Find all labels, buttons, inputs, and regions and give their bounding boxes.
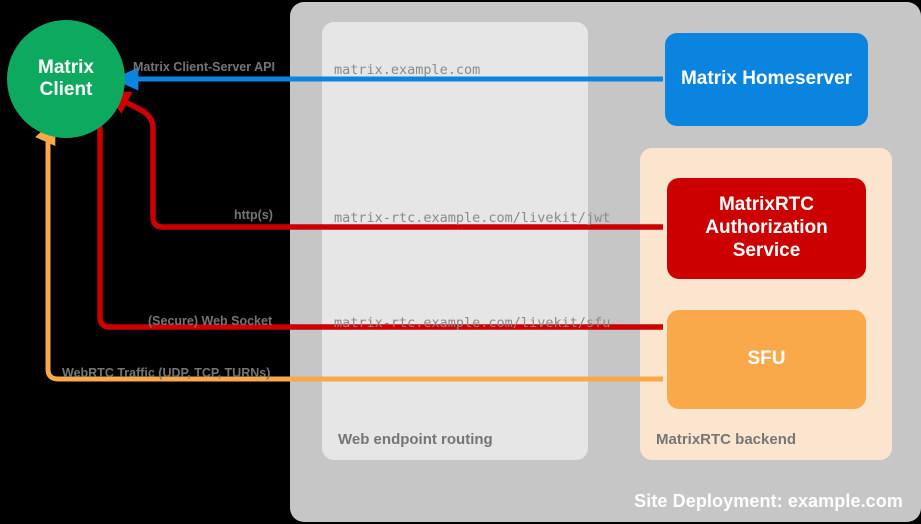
edge-label-https: http(s) (234, 208, 273, 222)
edge-label-secure-web-socket: (Secure) Web Socket (148, 314, 273, 328)
node-auth-line3: Service (732, 239, 801, 261)
node-auth-line2: Authorization (705, 217, 828, 239)
edge-label-matrix-client-server-api: Matrix Client-Server API (133, 60, 275, 74)
endpoint-label-jwt: matrix-rtc.example.com/livekit/jwt (334, 210, 611, 226)
site-deployment-label: Site Deployment: example.com (634, 491, 903, 511)
edge-label-webrtc-traffic: WebRTC Traffic (UDP, TCP, TURNs) (62, 366, 271, 380)
node-sfu-label: SFU (747, 348, 786, 370)
node-matrixrtc-authorization-service[interactable]: MatrixRTC Authorization Service (667, 178, 866, 279)
node-matrix-client-line2: Client (39, 79, 93, 100)
matrixrtc-backend-label: MatrixRTC backend (656, 431, 797, 448)
web-endpoint-routing-container: Web endpoint routing (322, 22, 588, 460)
node-matrix-client[interactable]: Matrix Client (7, 20, 125, 138)
node-matrix-homeserver[interactable]: Matrix Homeserver (665, 33, 868, 126)
node-matrix-homeserver-label: Matrix Homeserver (680, 68, 853, 90)
endpoint-label-homeserver: matrix.example.com (334, 62, 481, 78)
web-endpoint-routing-label: Web endpoint routing (338, 431, 493, 448)
endpoint-label-sfu: matrix-rtc.example.com/livekit/sfu (334, 315, 611, 331)
node-sfu[interactable]: SFU (667, 310, 866, 409)
node-auth-line1: MatrixRTC (718, 194, 814, 216)
node-matrix-client-line1: Matrix (38, 57, 94, 79)
